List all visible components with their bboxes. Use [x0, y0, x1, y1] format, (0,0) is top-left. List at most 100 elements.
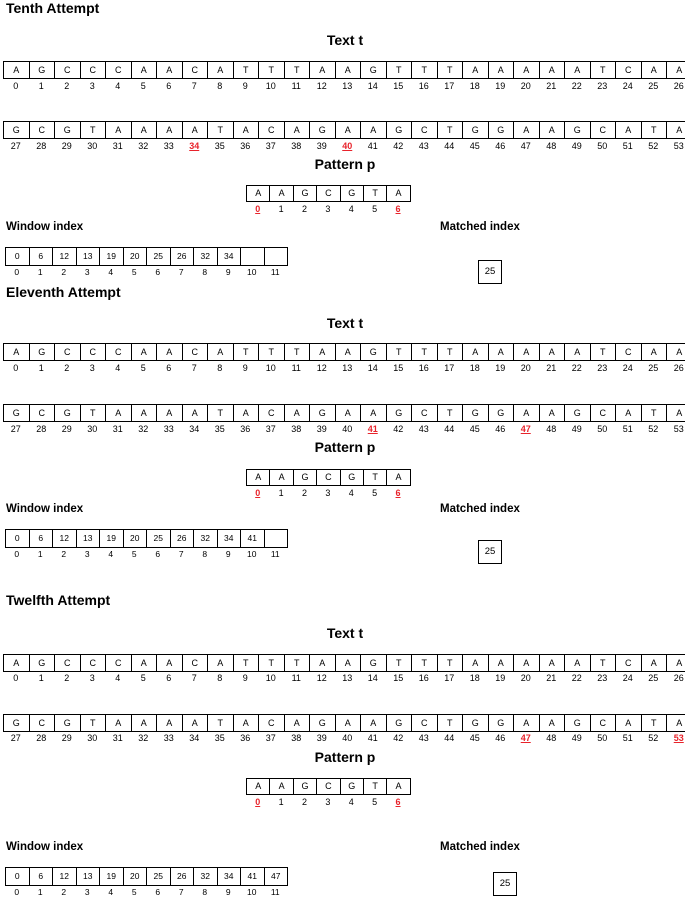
- text-index: 3: [89, 81, 95, 91]
- window-cell: 34: [218, 868, 241, 885]
- window-index: 8: [202, 549, 208, 559]
- text-index: 42: [393, 424, 404, 434]
- pattern-index: 2: [301, 488, 307, 498]
- text-cell: T: [259, 344, 285, 360]
- window-cell: 19: [100, 868, 124, 885]
- pattern-cell: C: [317, 186, 341, 201]
- text-index: 15: [393, 363, 404, 373]
- text-index: 42: [393, 733, 404, 743]
- pattern-index: 0: [255, 488, 261, 498]
- text-index: 0: [13, 81, 19, 91]
- text-index: 5: [140, 81, 146, 91]
- text-index: 15: [393, 673, 404, 683]
- window-cell: 13: [77, 868, 100, 885]
- text-cell: A: [514, 715, 540, 731]
- text-cell: T: [438, 655, 463, 671]
- text-cell: A: [463, 62, 489, 78]
- text-index: 12: [316, 81, 327, 91]
- text-cell: A: [183, 405, 208, 421]
- window-index: 4: [108, 267, 114, 277]
- text-cell: T: [81, 122, 106, 138]
- text-cell: A: [336, 62, 361, 78]
- pattern-cell: A: [247, 470, 271, 485]
- window-index: 10: [247, 267, 257, 277]
- text-index: 13: [342, 673, 353, 683]
- text-cell: A: [361, 405, 387, 421]
- window-index: 5: [131, 267, 137, 277]
- text-index: 47: [520, 141, 531, 151]
- text-label: Text t: [326, 315, 364, 331]
- text-index: 16: [418, 673, 429, 683]
- window-index: 4: [108, 549, 114, 559]
- text-cell: A: [310, 655, 336, 671]
- pattern-cell: G: [341, 186, 364, 201]
- text-cell: C: [259, 715, 285, 731]
- text-cell: A: [540, 62, 565, 78]
- pattern-index: 5: [372, 797, 378, 807]
- text-index: 40: [342, 424, 353, 434]
- pattern-cell: A: [247, 186, 271, 201]
- window-index: 1: [37, 887, 43, 897]
- text-index: 44: [444, 424, 455, 434]
- text-cell: A: [616, 405, 642, 421]
- pattern-cell: T: [364, 470, 388, 485]
- text-cell: A: [361, 715, 387, 731]
- text-index: 30: [87, 424, 98, 434]
- window-cell: 25: [147, 530, 171, 547]
- pattern-index: 0: [255, 797, 261, 807]
- text-cell: G: [310, 122, 336, 138]
- window-index: 5: [131, 549, 137, 559]
- text-index: 2: [64, 673, 70, 683]
- text-cell: A: [667, 715, 685, 731]
- text-index: 38: [291, 424, 302, 434]
- text-cell: A: [489, 344, 514, 360]
- text-cell: G: [565, 405, 591, 421]
- text-index: 24: [622, 363, 633, 373]
- text-index: 51: [622, 424, 633, 434]
- text-index: 8: [217, 363, 223, 373]
- window-index: 6: [155, 549, 161, 559]
- text-cell: A: [642, 655, 667, 671]
- text-index: 32: [138, 141, 149, 151]
- text-index: 44: [444, 141, 455, 151]
- text-index: 22: [571, 363, 582, 373]
- text-cell: A: [336, 405, 361, 421]
- text-index: 28: [36, 141, 47, 151]
- text-cell: A: [157, 655, 183, 671]
- text-cell: G: [30, 62, 55, 78]
- pattern-index: 6: [395, 797, 401, 807]
- text-index: 2: [64, 81, 70, 91]
- text-index: 30: [87, 733, 98, 743]
- text-index: 48: [546, 733, 557, 743]
- text-cell: C: [55, 655, 81, 671]
- matched-index-box: 25: [493, 872, 517, 896]
- text-cell: T: [412, 344, 438, 360]
- window-cell: 6: [30, 530, 53, 547]
- text-index: 34: [189, 424, 200, 434]
- window-index-label: Window index: [6, 841, 84, 853]
- pattern-index: 3: [325, 797, 331, 807]
- text-index: 23: [597, 363, 608, 373]
- pattern-index: 0: [255, 204, 261, 214]
- text-cell: C: [81, 344, 106, 360]
- window-index: 4: [108, 887, 114, 897]
- text-index: 40: [342, 733, 353, 743]
- text-cell: A: [285, 405, 310, 421]
- text-index: 19: [495, 673, 506, 683]
- text-index: 2: [64, 363, 70, 373]
- text-cell: A: [540, 405, 565, 421]
- text-index: 53: [673, 733, 684, 743]
- text-index: 4: [115, 673, 121, 683]
- pattern-label: Pattern p: [314, 439, 376, 455]
- text-index: 19: [495, 81, 506, 91]
- window-index: 0: [14, 267, 20, 277]
- text-index: 33: [163, 141, 174, 151]
- text-cell: T: [591, 655, 616, 671]
- text-index: 31: [112, 141, 123, 151]
- text-index: 36: [240, 424, 251, 434]
- text-cell: C: [30, 405, 55, 421]
